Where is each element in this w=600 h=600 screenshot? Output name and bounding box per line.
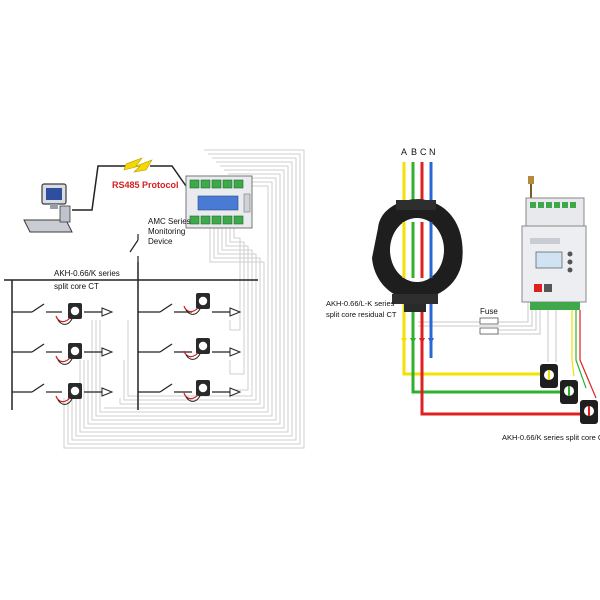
split-core-ct-label: split core CT xyxy=(54,282,99,291)
phase-a-label: A xyxy=(401,147,407,157)
feeder-row xyxy=(12,383,114,405)
feeder-row xyxy=(138,293,242,317)
rs485-protocol-label: RS485 Protocol xyxy=(112,180,179,190)
rs485-link: RS485 Protocol xyxy=(72,157,187,211)
ct-sensor-icon xyxy=(55,383,82,405)
residual-ct-icon xyxy=(372,199,463,312)
arrow-right-icon xyxy=(101,307,114,317)
ct-sensor-icon xyxy=(55,343,82,365)
monitoring-device-right xyxy=(521,176,587,310)
ct-signal-leads xyxy=(571,310,597,399)
ct-sensor-icon xyxy=(183,380,210,402)
ct-sensor-icon xyxy=(580,400,598,424)
ct-sensor-icon xyxy=(540,364,558,388)
monitoring-label: Monitoring xyxy=(148,227,185,236)
feeder-row xyxy=(12,343,114,365)
device-label: Device xyxy=(148,237,173,246)
phase-c-label: C xyxy=(420,147,427,157)
arrow-right-icon xyxy=(101,347,114,357)
right-system: A B C N xyxy=(326,147,600,442)
main-busbar xyxy=(4,262,258,410)
akh-k-split-core-ct-label: AKH-0.66/K series split core CT xyxy=(502,433,600,442)
left-system: RS485 Protocol AMC Series Monitoring Dev… xyxy=(4,149,305,449)
phase-n-label: N xyxy=(429,147,436,157)
residual-ct-series-label: AKH-0.66/L-K series xyxy=(326,299,395,308)
feeder-row xyxy=(138,380,242,402)
fuse-label: Fuse xyxy=(480,307,498,316)
phase-through-ct xyxy=(402,222,433,278)
feeder-row xyxy=(12,303,114,325)
ct-sensor-icon xyxy=(183,293,210,315)
akh-k-series-label: AKH-0.66/K series xyxy=(54,269,120,278)
arrow-right-icon xyxy=(101,387,114,397)
arrow-right-icon xyxy=(229,387,242,397)
phase-b-label: B xyxy=(411,147,417,157)
main-switch xyxy=(129,234,139,262)
fuse-icon xyxy=(479,317,499,335)
signal-wire-bundle xyxy=(63,149,305,449)
arrow-right-icon xyxy=(229,347,242,357)
amc-monitoring-device xyxy=(185,175,253,229)
computer-icon xyxy=(23,183,73,233)
feeder-row xyxy=(138,338,242,360)
ct-sensor-icon xyxy=(183,338,210,360)
ct-sensor-icon xyxy=(55,303,82,325)
ct-sensor-icon xyxy=(560,380,578,404)
arrow-right-icon xyxy=(229,307,242,317)
residual-ct-desc-label: split core residual CT xyxy=(326,310,397,319)
lightning-bolt-icon xyxy=(123,157,153,173)
amc-series-label: AMC Series xyxy=(148,217,191,226)
